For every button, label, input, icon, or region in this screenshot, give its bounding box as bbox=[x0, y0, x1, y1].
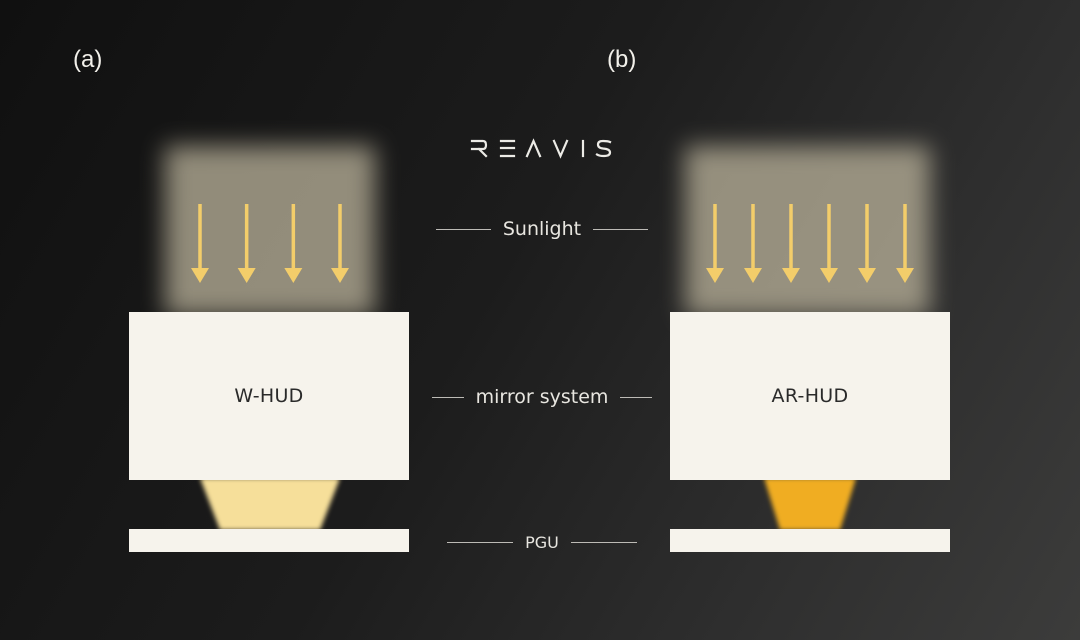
light-beam-a bbox=[200, 478, 340, 530]
sunlight-arrow bbox=[237, 204, 256, 283]
leader-line bbox=[620, 396, 653, 398]
leader-line bbox=[447, 541, 514, 543]
sunlight-arrow bbox=[858, 204, 876, 283]
mirror-system-label: mirror system bbox=[475, 386, 609, 408]
sunlight-label-row: Sunlight bbox=[432, 215, 652, 243]
pgu-label: PGU bbox=[525, 532, 559, 552]
leader-line bbox=[432, 396, 464, 398]
reavis-logo bbox=[470, 138, 612, 159]
leader-line bbox=[435, 228, 491, 230]
light-beam-b bbox=[764, 478, 856, 530]
sunlight-arrow bbox=[744, 204, 762, 283]
leader-line bbox=[593, 228, 649, 230]
pgu-bar-a bbox=[129, 529, 409, 552]
sunlight-arrow bbox=[284, 204, 303, 283]
sunlight-arrow bbox=[820, 204, 838, 283]
sunlight-glow-b bbox=[685, 146, 930, 316]
pgu-label-row: PGU bbox=[432, 531, 652, 553]
mirror-box-w-hud: W-HUD bbox=[129, 312, 409, 480]
ar-hud-label: AR-HUD bbox=[771, 385, 849, 407]
sunlight-arrow bbox=[331, 204, 349, 283]
sunlight-arrows-a bbox=[191, 204, 349, 283]
sunlight-arrow bbox=[706, 204, 724, 283]
sunlight-arrow bbox=[896, 204, 914, 283]
panel-label-a: (a) bbox=[73, 46, 103, 73]
pgu-bar-b bbox=[670, 529, 950, 552]
sunlight-arrow bbox=[191, 204, 209, 283]
panel-label-b: (b) bbox=[607, 46, 637, 73]
w-hud-label: W-HUD bbox=[234, 385, 304, 407]
mirror-box-ar-hud: AR-HUD bbox=[670, 312, 950, 480]
leader-line bbox=[570, 541, 637, 543]
sunlight-label: Sunlight bbox=[502, 218, 582, 240]
sunlight-arrows-b bbox=[706, 204, 914, 283]
sunlight-arrow bbox=[782, 204, 800, 283]
mirror-system-label-row: mirror system bbox=[432, 383, 653, 411]
